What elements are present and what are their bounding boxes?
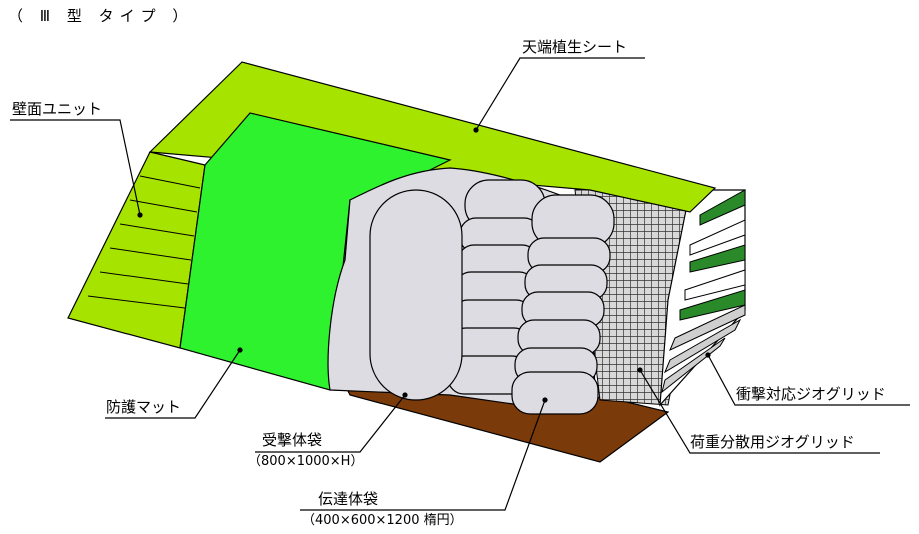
impact-bag-label: 受撃体袋: [262, 431, 323, 449]
load-grid-label: 荷重分散用ジオグリッド: [690, 433, 855, 451]
impact-bag-size: （800×1000×H）: [248, 454, 364, 469]
transfer-bag-column-front: [511, 194, 615, 415]
impact-geogrid-layers: [661, 189, 746, 394]
wall-unit-label: 壁面ユニット: [12, 100, 103, 118]
transfer-bag-size: （400×600×1200 楕円）: [302, 513, 463, 528]
diagram-title: （ Ⅲ 型 タイプ ）: [8, 7, 194, 25]
impact-grid-label: 衝撃対応ジオグリッド: [736, 385, 886, 403]
impact-bag: [369, 189, 463, 401]
leader-lines: [10, 57, 910, 511]
transfer-bag-label: 伝達体袋: [318, 490, 379, 508]
top-sheet-label: 天端植生シート: [522, 38, 628, 56]
protect-mat-label: 防護マット: [106, 398, 182, 416]
transfer-bag-column-back: [447, 179, 546, 395]
